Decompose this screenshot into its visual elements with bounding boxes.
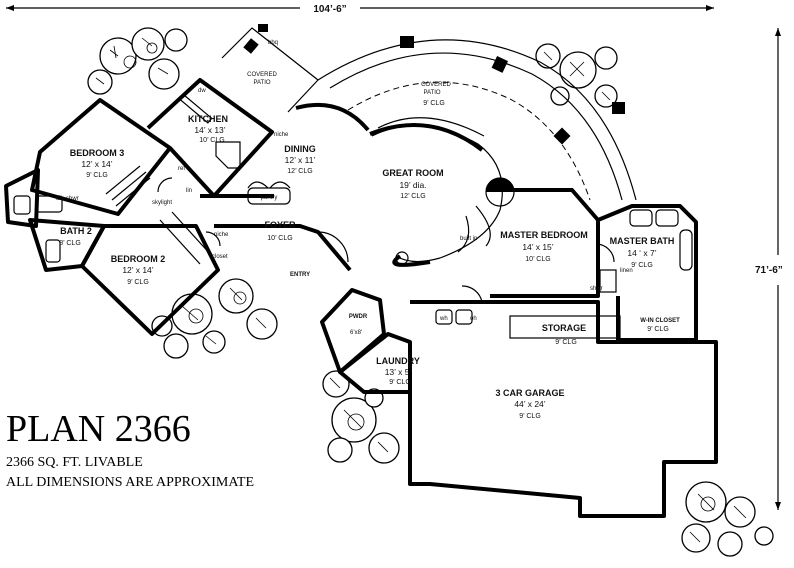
- bath2-name: BATH 2: [60, 226, 92, 236]
- room-label-dining: DINING 12’ x 11’ 12’ CLG: [284, 144, 316, 175]
- covered-patio-outline: [317, 36, 637, 201]
- laundry-name: LAUNDRY: [376, 356, 420, 366]
- room-label-bedroom2: BEDROOM 2 12’ x 14’ 9’ CLG: [111, 254, 166, 286]
- plan-subtitle: 2366 SQ. FT. LIVABLE: [6, 455, 143, 470]
- kitchen-name: KITCHEN: [188, 114, 228, 124]
- room-label-foyer: FOYER 10’ CLG: [264, 220, 296, 242]
- tub-shower-label: tub shwr: [56, 196, 79, 202]
- laundry-size: 13’ x 5’: [385, 367, 412, 377]
- kitchen-size: 14’ x 13’: [194, 125, 225, 135]
- tree-top-right: [535, 43, 618, 108]
- master-bath-size: 14 ‘ x 7’: [627, 248, 656, 258]
- bath-oh-label: oh: [30, 171, 37, 177]
- garage-size: 44’ x 24’: [514, 399, 545, 409]
- room-label-bedroom3: BEDROOM 3 12’ x 14’ 9’ CLG: [70, 148, 125, 179]
- bedroom2-ceiling: 9’ CLG: [127, 279, 149, 286]
- room-label-master-bedroom: MASTER BEDROOM 14’ x 15’ 10’ CLG: [500, 230, 588, 263]
- dw-label: dw: [198, 88, 206, 94]
- bedroom3-size: 12’ x 14’: [81, 159, 112, 169]
- tree-laundry-side: [322, 370, 400, 464]
- depth-dimension-label: 71’-6”: [755, 265, 783, 276]
- master-bedroom-ceiling: 10’ CLG: [525, 256, 550, 263]
- walkin-closet-ceiling: 9’ CLG: [647, 326, 669, 333]
- ref-label: ref: [178, 166, 185, 172]
- bbq-label: bbq: [268, 40, 278, 46]
- foyer-ceiling: 10’ CLG: [267, 235, 292, 242]
- plan-note: ALL DIMENSIONS ARE APPROXIMATE: [6, 475, 254, 490]
- kitchen-patio-line1: COVERED: [247, 72, 277, 78]
- great-room-size: 19’ dia.: [399, 180, 426, 190]
- bedroom2-name: BEDROOM 2: [111, 254, 166, 264]
- size-6x8-label: 6’x8’: [350, 330, 362, 336]
- master-bedroom-name: MASTER BEDROOM: [500, 230, 588, 240]
- great-room-ceiling: 12’ CLG: [400, 193, 425, 200]
- great-room-name: GREAT ROOM: [382, 168, 443, 178]
- kitchen-ceiling: 10’ CLG: [199, 137, 224, 144]
- garage-oh-label: oh: [470, 316, 477, 322]
- garage-ceiling: 9’ CLG: [519, 413, 541, 420]
- room-label-bath2: BATH 2 8’ CLG: [59, 226, 92, 247]
- tree-bottom-right: [681, 481, 774, 557]
- tree-top-left: [87, 27, 188, 95]
- storage-ceiling: 9’ CLG: [555, 339, 577, 346]
- laundry-ceiling: 9’ CLG: [389, 379, 411, 386]
- walkin-closet-name: W-IN CLOSET: [640, 318, 680, 324]
- storage-name: STORAGE: [542, 323, 586, 333]
- room-label-covered-patio: COVERED PATIO 9’ CLG: [421, 82, 451, 107]
- room-label-kitchen: KITCHEN 14’ x 13’ 10’ CLG: [188, 114, 228, 144]
- interior-details: [13, 94, 693, 339]
- depth-dimension-line: 71’-6”: [755, 28, 783, 510]
- dining-niche-label: niche: [274, 132, 289, 138]
- room-label-great-room: GREAT ROOM 19’ dia. 12’ CLG: [382, 168, 443, 200]
- exterior-walls: [4, 78, 718, 518]
- built-in-label: built in: [460, 236, 477, 242]
- title-block: PLAN 2366 2366 SQ. FT. LIVABLE ALL DIMEN…: [6, 408, 254, 490]
- plan-title: PLAN 2366: [6, 408, 191, 450]
- dining-size: 12’ x 11’: [285, 155, 316, 165]
- covered-patio-line1: COVERED: [421, 82, 451, 88]
- width-dimension-line: 104’-6”: [6, 4, 714, 15]
- master-shower-label: shwr: [590, 286, 603, 292]
- powder-name: PWDR: [349, 314, 368, 320]
- room-label-laundry: LAUNDRY 13’ x 5’ 9’ CLG: [376, 356, 420, 386]
- pantry-label: pantry: [261, 195, 278, 201]
- bedroom2-size: 12’ x 14’: [122, 265, 153, 275]
- room-label-powder: PWDR: [349, 314, 368, 320]
- water-heater-label: wh: [439, 316, 448, 322]
- dining-ceiling: 12’ CLG: [287, 168, 312, 175]
- bath2-ceiling: 8’ CLG: [59, 240, 81, 247]
- covered-patio-line2: PATIO: [423, 90, 440, 96]
- room-label-walkin-closet: W-IN CLOSET 9’ CLG: [640, 318, 680, 333]
- closet-label: closet: [212, 254, 228, 260]
- bedroom3-name: BEDROOM 3: [70, 148, 125, 158]
- garage-name: 3 CAR GARAGE: [495, 388, 564, 398]
- master-bedroom-size: 14’ x 15’: [522, 242, 553, 252]
- master-bath-ceiling: 9’ CLG: [631, 262, 653, 269]
- skylight-label: skylight: [152, 200, 172, 206]
- dining-name: DINING: [284, 144, 316, 154]
- master-bath-name: MASTER BATH: [610, 236, 675, 246]
- entry-label: ENTRY: [290, 272, 310, 278]
- room-label-storage: STORAGE 9’ CLG: [542, 323, 586, 346]
- fixture-labels: bbq niche niche pantry closet ENTRY tub …: [30, 40, 633, 336]
- room-label-master-bath: MASTER BATH 14 ‘ x 7’ 9’ CLG: [610, 236, 675, 269]
- room-label-kitchen-patio: COVERED PATIO: [247, 72, 277, 86]
- bedroom3-ceiling: 9’ CLG: [86, 172, 108, 179]
- room-label-garage: 3 CAR GARAGE 44’ x 24’ 9’ CLG: [495, 388, 564, 420]
- covered-patio-ceiling: 9’ CLG: [423, 100, 445, 107]
- width-dimension-label: 104’-6”: [313, 4, 346, 15]
- kitchen-patio-line2: PATIO: [253, 80, 270, 86]
- kitchen-patio-outline: [221, 24, 319, 113]
- foyer-name: FOYER: [264, 220, 296, 230]
- lin-label: lin: [186, 188, 192, 194]
- linen-label: linen: [620, 268, 633, 274]
- foyer-niche-label: niche: [214, 232, 229, 238]
